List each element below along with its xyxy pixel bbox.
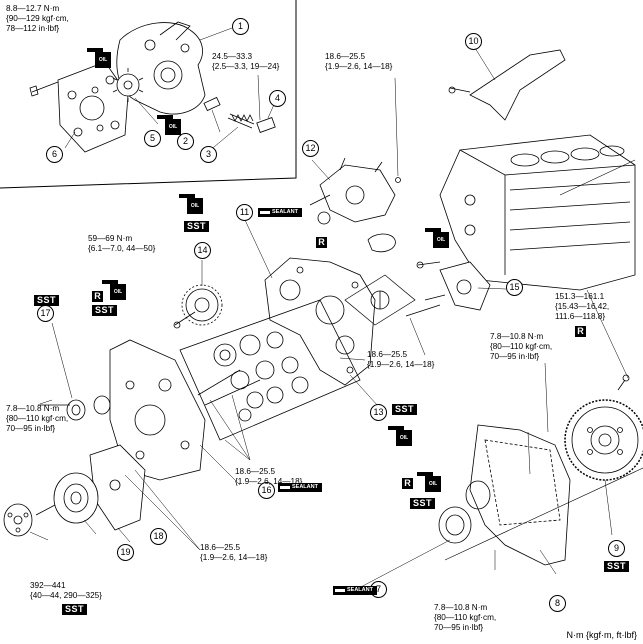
sst-badge: SST: [62, 604, 88, 615]
sst-badge: SST: [92, 305, 118, 316]
callout-19: 19: [117, 544, 134, 561]
torque-front-left: 7.8—10.8 N·m{80—110 kgf·cm,70—95 in·lbf}: [6, 404, 69, 433]
sst-badge: SST: [184, 221, 210, 232]
torque-oil-pump-cover: 8.8—12.7 N·m{90—129 kgf·cm,78—112 in·lbf…: [6, 4, 69, 33]
oil-pump-body: [116, 21, 206, 115]
injection-pump: [309, 157, 401, 223]
rear-oil-seal: [438, 480, 491, 544]
torque-rear-cover-upper: 7.8—10.8 N·m{80—110 kgf·cm,70—95 in·lbf}: [490, 332, 553, 361]
gears-group-box: [179, 299, 361, 441]
pulley-washer: [3, 503, 33, 537]
torque-timing-case: 18.6—25.5{1.9—2.6, 14—18}: [367, 350, 435, 369]
torque-relief-plug: 24.5—33.3{2.5—3.3, 19—24}: [212, 52, 280, 71]
oil-icon: OIL: [425, 228, 449, 248]
relief-valve-parts: [203, 96, 276, 133]
flywheel: [564, 399, 643, 481]
oil-icon: OIL: [417, 472, 441, 492]
torque-rear-cover-lower: 7.8—10.8 N·m{80—110 kgf·cm,70—95 in·lbf}: [434, 603, 497, 632]
callout-11: 11: [236, 204, 253, 221]
callout-12: 12: [302, 140, 319, 157]
callout-5: 5: [144, 130, 161, 147]
inner-rotor-gear: [112, 68, 144, 102]
front-oil-seal: [66, 399, 86, 421]
callout-15: 15: [506, 279, 523, 296]
oil-icon: OIL: [157, 115, 181, 135]
sst-badge: SST: [410, 498, 436, 509]
oil-icon: OIL: [179, 194, 203, 214]
replace-badge: R: [316, 237, 327, 248]
sst-badge: SST: [604, 561, 630, 572]
oil-icon: OIL: [388, 426, 412, 446]
replace-badge: R: [402, 478, 413, 489]
torque-injection-pump-nut: 18.6—25.5{1.9—2.6, 14—18}: [325, 52, 393, 71]
sealant-icon: SEALANT: [278, 483, 322, 492]
oil-icon: OIL: [102, 280, 126, 300]
torque-flywheel: 151.3—161.1{15.43—16.42,111.6—118.8}: [555, 292, 610, 321]
timing-gear-case: [264, 257, 376, 386]
torque-crank-pulley: 392—441{40—44, 290—325}: [30, 581, 102, 600]
callout-4: 4: [269, 90, 286, 107]
replace-badge: R: [92, 291, 103, 302]
sealant-icon: SEALANT: [333, 586, 377, 595]
callout-1: 1: [232, 18, 249, 35]
units-legend: N·m {kgf·m, ft·lbf}: [566, 630, 637, 640]
inset-bolt: [29, 81, 59, 97]
callout-3: 3: [200, 146, 217, 163]
torque-front-cover: 18.6—25.5{1.9—2.6, 14—18}: [200, 543, 268, 562]
callout-16: 16: [258, 482, 275, 499]
cylinder-block: [439, 134, 636, 291]
callout-6: 6: [46, 146, 63, 163]
sealant-icon: SEALANT: [258, 208, 302, 217]
callout-10: 10: [465, 33, 482, 50]
callout-17: 17: [37, 305, 54, 322]
vacuum-pump: [405, 261, 491, 317]
oil-pump-inset-frame: [0, 0, 297, 189]
oil-icon: OIL: [87, 48, 111, 68]
sst-badge: SST: [392, 404, 418, 415]
callout-14: 14: [194, 242, 211, 259]
torque-gears: 18.6—25.5{1.9—2.6, 14—18}: [235, 467, 303, 486]
sst-badge: SST: [34, 295, 60, 306]
torque-idler-gear: 59—69 N·m{6.1—7.0, 44—50}: [88, 234, 156, 253]
callout-13: 13: [370, 404, 387, 421]
rear-cover-plate: [469, 424, 571, 566]
callout-9: 9: [608, 540, 625, 557]
idler-gear: [173, 284, 223, 329]
gears-group: [197, 331, 309, 422]
front-cover: [109, 339, 206, 481]
callout-2: 2: [177, 133, 194, 150]
oil-pump-cover: [57, 61, 129, 153]
crankshaft-pulley: [53, 472, 99, 524]
gasket: [367, 233, 396, 253]
callout-18: 18: [150, 528, 167, 545]
replace-badge: R: [575, 326, 586, 337]
callout-8: 8: [549, 595, 566, 612]
bracket-part: [469, 49, 566, 121]
